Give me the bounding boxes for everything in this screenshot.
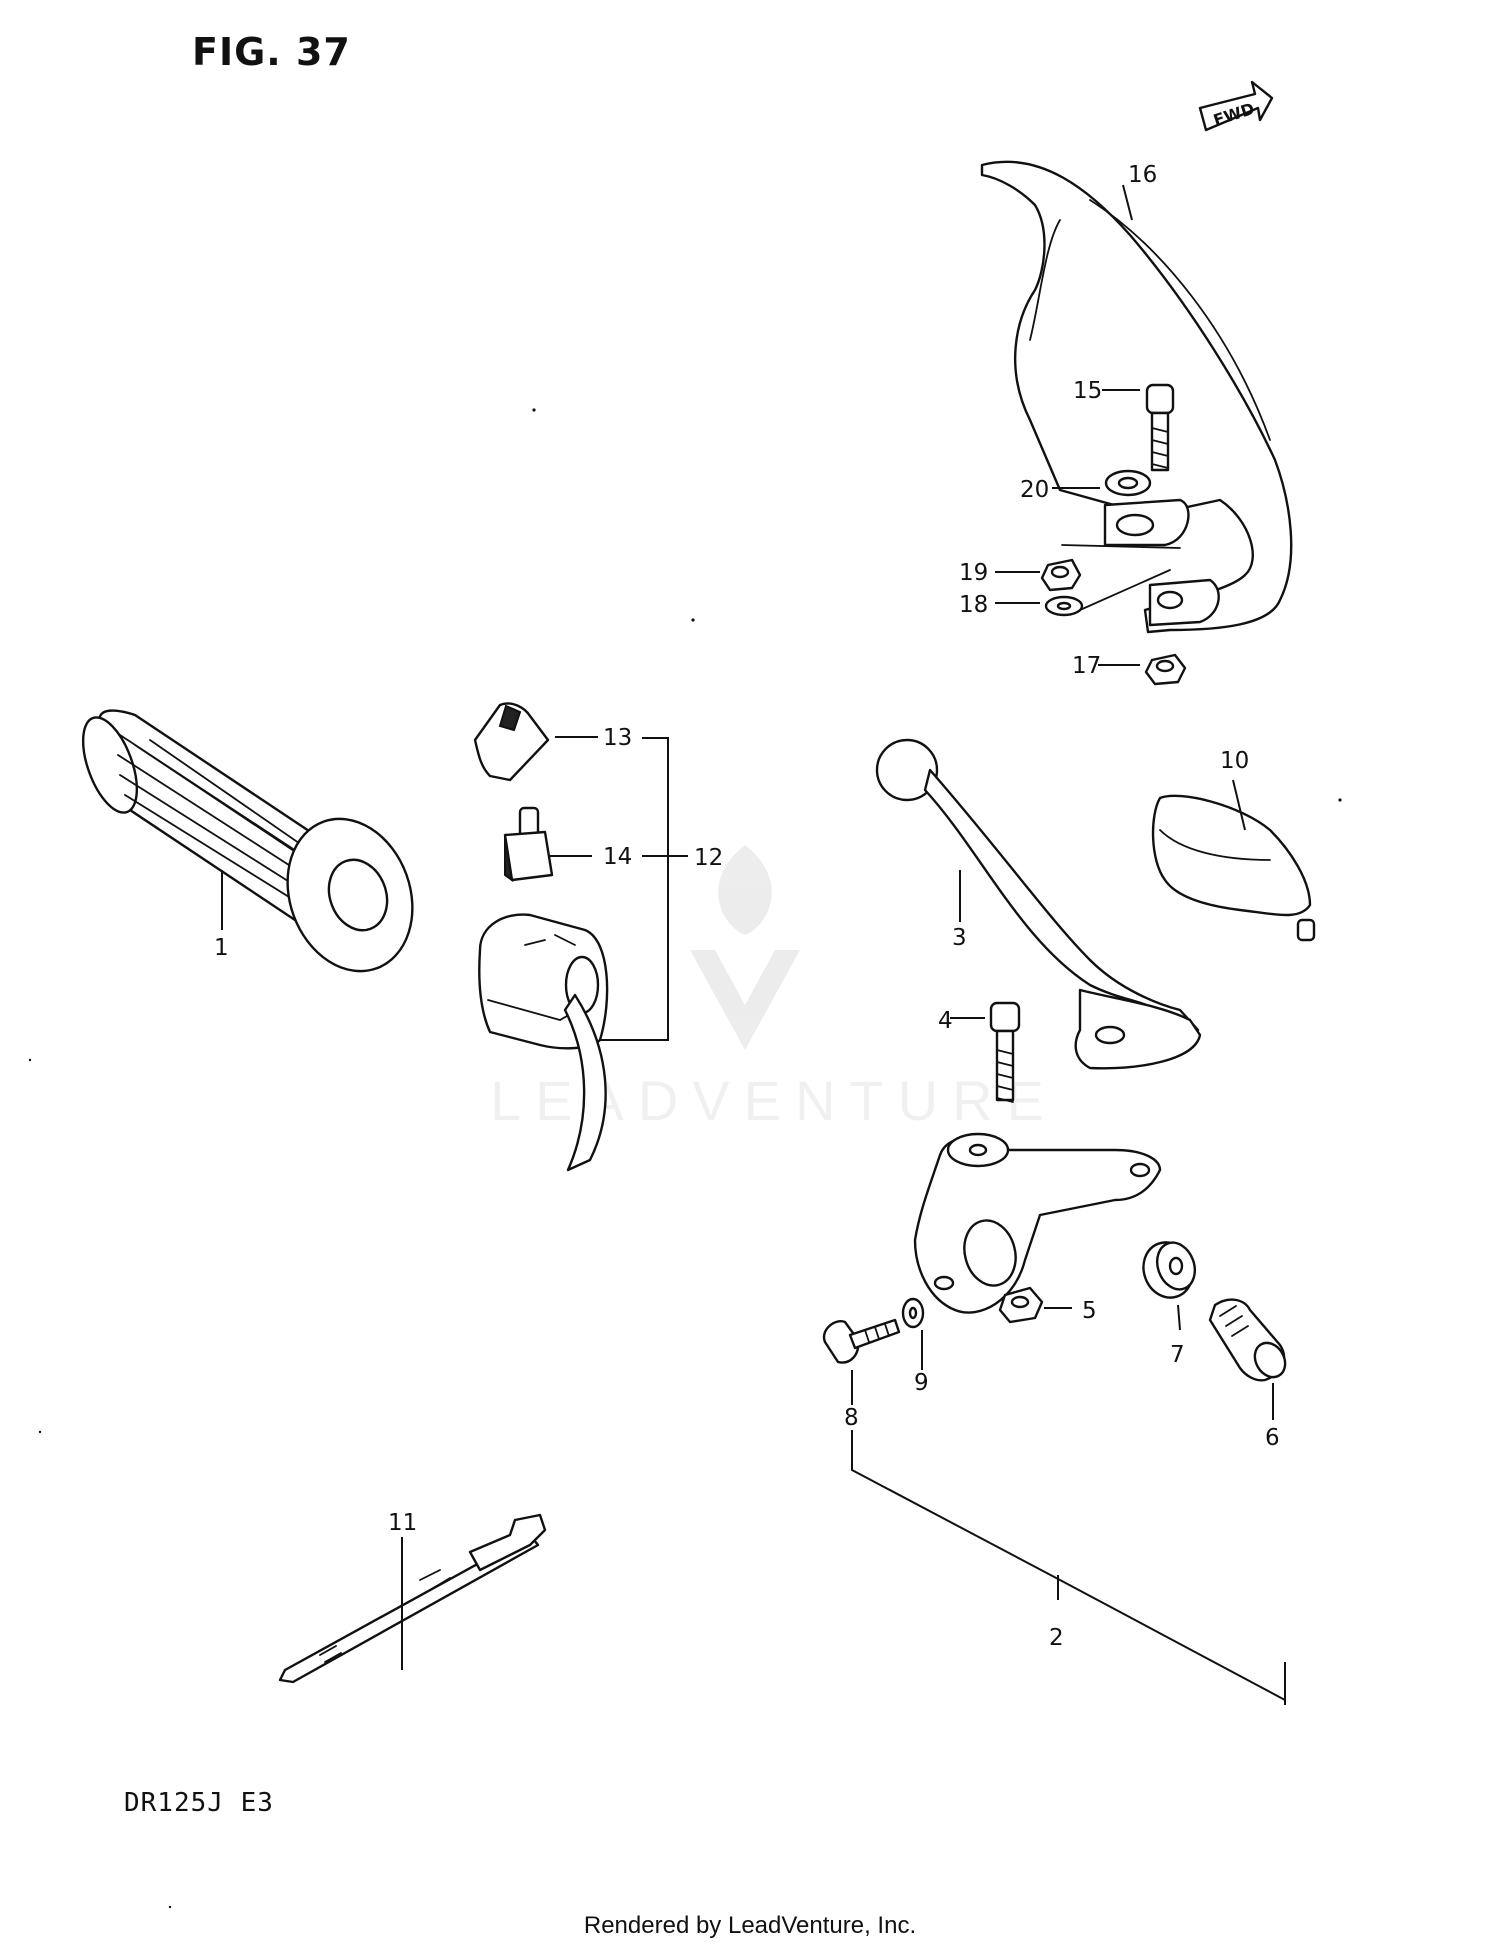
nut-part <box>998 1286 1044 1324</box>
callout-17: 17 <box>1072 653 1101 679</box>
washer-part <box>1044 595 1084 617</box>
model-code: DR125J E3 <box>124 1788 274 1818</box>
adjuster-nut-part <box>1142 1241 1197 1299</box>
callout-15: 15 <box>1073 378 1102 404</box>
leader-lines <box>221 184 1286 1705</box>
adjuster-bolt-part <box>1208 1298 1287 1382</box>
callout-2: 2 <box>1049 1625 1064 1651</box>
callout-3: 3 <box>952 925 967 951</box>
callout-11: 11 <box>388 1510 417 1536</box>
leadventure-logo-watermark <box>690 845 800 1050</box>
cable-tie-part <box>278 1513 547 1684</box>
callout-14: 14 <box>603 844 632 870</box>
switch-part-14 <box>503 806 554 883</box>
callout-12: 12 <box>694 845 723 871</box>
fwd-arrow-icon: FWD <box>1198 80 1274 132</box>
footer-credit: Rendered by LeadVenture, Inc. <box>583 1912 917 1939</box>
callout-10: 10 <box>1220 748 1249 774</box>
switch-housing-part <box>478 913 609 1172</box>
callout-7: 7 <box>1170 1342 1185 1368</box>
hand-guard-part <box>980 160 1293 634</box>
fig-title: FIG. 37 <box>192 30 351 74</box>
handlebar-grip-part <box>81 709 414 973</box>
callout-1: 1 <box>214 935 229 961</box>
callout-8: 8 <box>844 1405 859 1431</box>
nut-part <box>1144 653 1187 686</box>
bolt-part <box>1145 383 1175 472</box>
bolt-part <box>822 1318 901 1364</box>
callout-13: 13 <box>603 725 632 751</box>
callout-9: 9 <box>914 1370 929 1396</box>
callout-16: 16 <box>1128 162 1157 188</box>
callout-labels: 1 2 3 4 5 6 7 8 9 10 11 12 13 14 15 16 1… <box>214 162 1280 1651</box>
callout-19: 19 <box>959 560 988 586</box>
callout-6: 6 <box>1265 1425 1280 1451</box>
switch-part-13 <box>473 702 550 782</box>
callout-4: 4 <box>938 1008 953 1034</box>
callout-20: 20 <box>1020 477 1049 503</box>
callout-5: 5 <box>1082 1298 1097 1324</box>
lever-holder-part <box>913 1132 1162 1314</box>
clutch-lever-part <box>875 738 1202 1070</box>
washer-part <box>1104 469 1152 497</box>
lever-cover-part <box>1151 794 1316 942</box>
washer-part <box>901 1297 925 1329</box>
callout-18: 18 <box>959 592 988 618</box>
specks <box>28 408 1342 1909</box>
nut-part <box>1040 558 1082 592</box>
pivot-bolt-part <box>989 1001 1021 1103</box>
